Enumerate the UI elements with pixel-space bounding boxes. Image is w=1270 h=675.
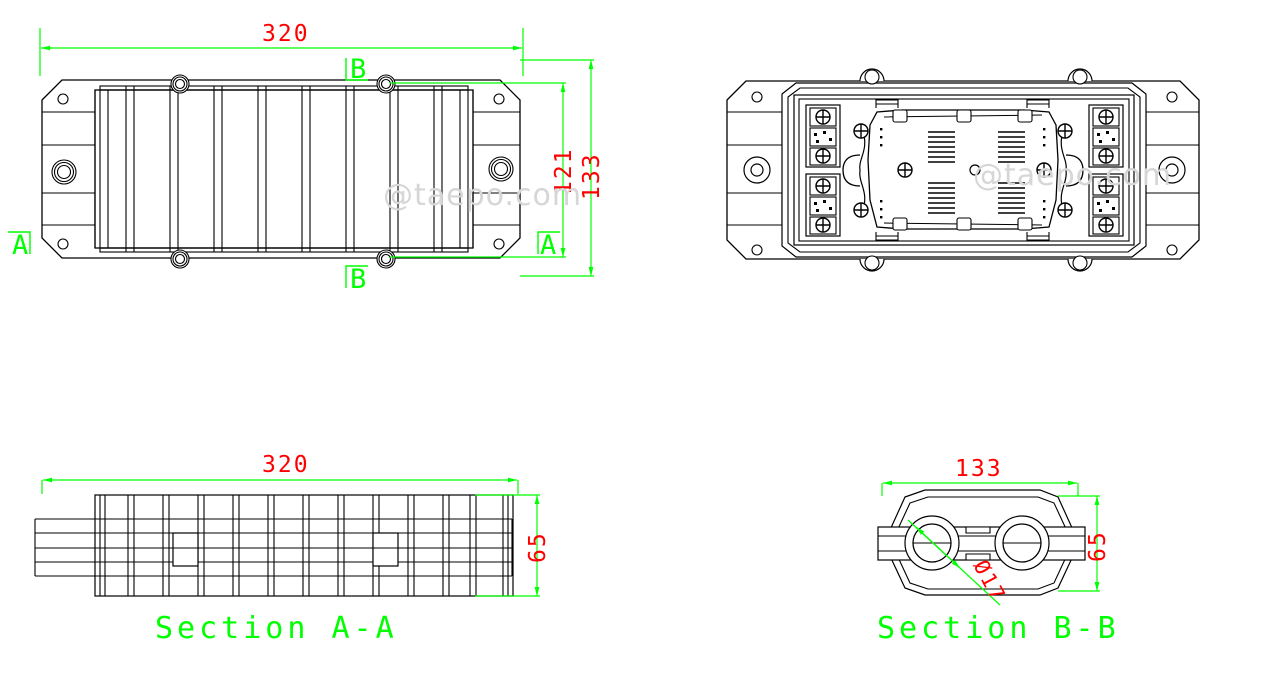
dim-label-121: 121 [551, 147, 577, 195]
interior-view-geometry [726, 68, 1200, 272]
top-view-dimensions [8, 28, 594, 288]
dim-label-diameter-17: Ø17 [969, 556, 1011, 606]
section-marker-a-left-label: A [12, 230, 30, 261]
terminal-block-left-upper [805, 104, 841, 168]
section-aa-caption: Section A-A [155, 611, 398, 646]
section-marker-b-bottom-label: B [350, 264, 368, 295]
section-bb-dimensions [881, 480, 1100, 606]
dim-label-65-bb: 65 [1085, 530, 1111, 562]
section-bb-caption: Section B-B [877, 611, 1120, 646]
section-marker-a-right-label: A [540, 230, 558, 261]
dim-label-320-aa: 320 [262, 452, 310, 478]
dim-label-320-top: 320 [262, 21, 310, 47]
section-aa-geometry [34, 494, 514, 597]
terminal-block-left-lower [805, 173, 841, 237]
section-aa-dimensions [41, 477, 540, 597]
dim-label-133: 133 [579, 152, 605, 200]
dim-label-133-bb: 133 [955, 456, 1003, 482]
terminal-block-right-upper [1088, 104, 1124, 168]
top-view-geometry [41, 74, 521, 269]
terminal-block-right-lower [1088, 173, 1124, 237]
dim-label-65-aa: 65 [525, 531, 551, 563]
section-marker-b-top-label: B [350, 54, 368, 85]
